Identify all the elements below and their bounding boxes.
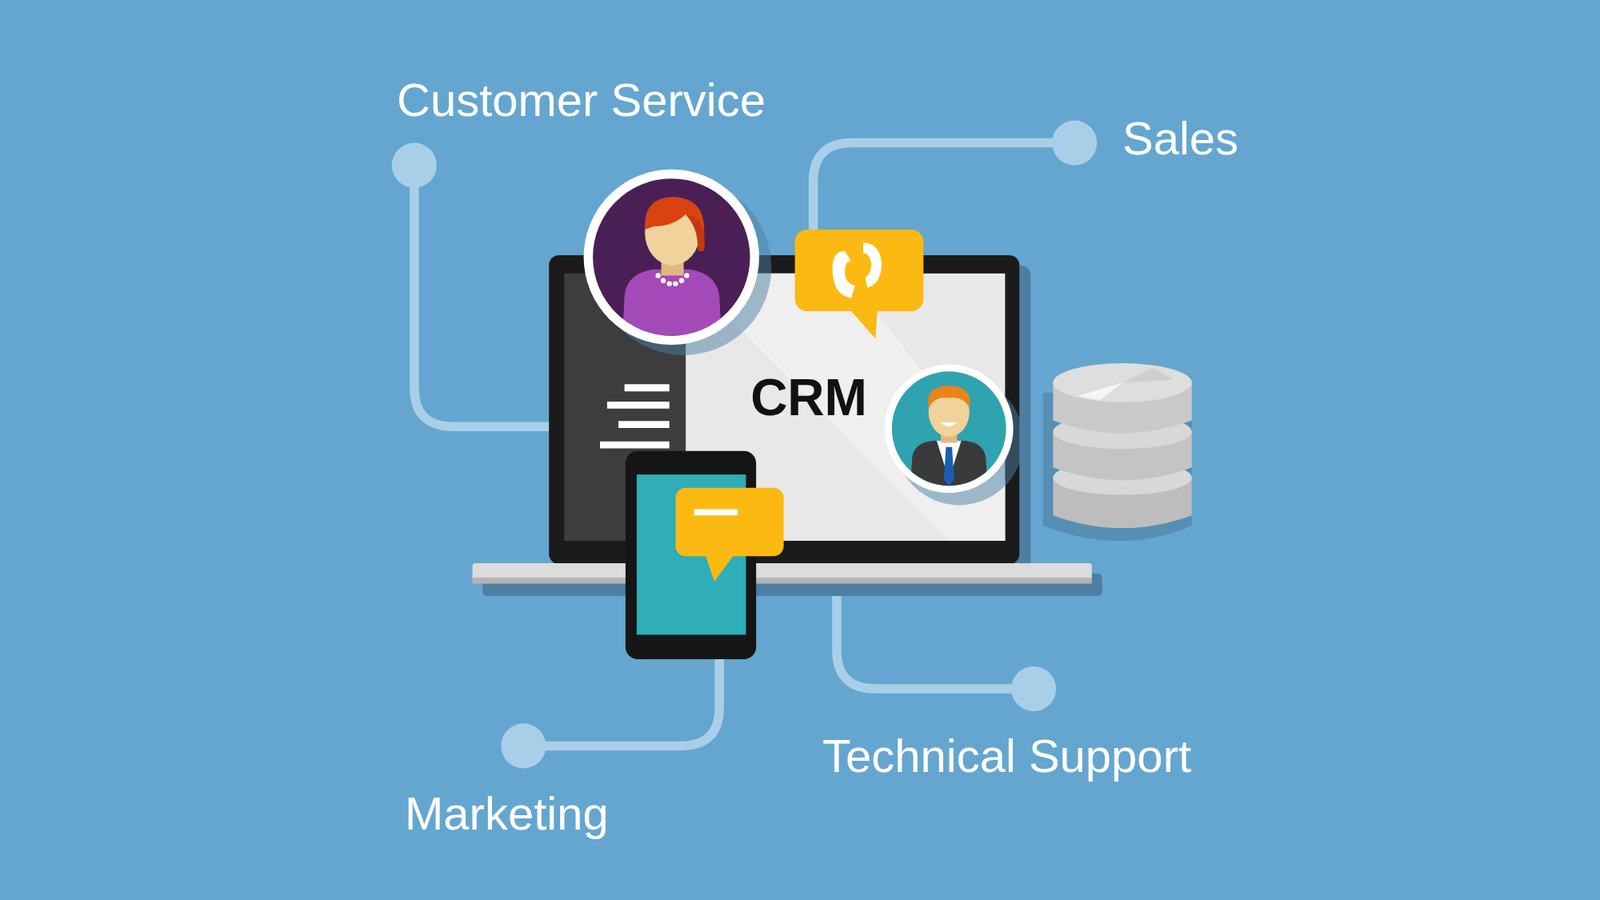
avatar-body	[622, 269, 722, 337]
avatar-ring	[884, 364, 1014, 493]
necklace-part	[656, 272, 661, 278]
woman-avatar-part	[622, 196, 722, 337]
necklace-part	[660, 278, 666, 284]
handset	[863, 243, 882, 288]
bubble	[795, 229, 924, 312]
bubble	[675, 488, 784, 556]
section-label: Sales	[1122, 112, 1239, 166]
database	[1043, 363, 1192, 541]
db-disc-1-part	[1122, 367, 1174, 383]
leader-dots	[392, 120, 1097, 769]
suit	[910, 440, 988, 490]
man-avatar-part	[910, 385, 988, 490]
menu-lines-part	[600, 441, 670, 449]
screen-node: CRM	[685, 273, 1005, 541]
bubble-tail	[704, 551, 737, 582]
node-title: CRM	[750, 369, 868, 426]
dot	[392, 143, 437, 188]
leader-technical-support	[836, 584, 1034, 689]
menu-lines-part	[618, 420, 670, 428]
menu-lines-part	[607, 401, 670, 409]
section-label: Technical Support	[822, 729, 1192, 784]
leader-lines	[414, 143, 1075, 747]
necklace-part	[672, 280, 678, 286]
handset	[832, 251, 855, 299]
bubble-tail	[847, 306, 878, 340]
dot	[1011, 666, 1056, 712]
laptop	[472, 255, 1103, 596]
avatar-bg	[892, 371, 1007, 486]
dot	[500, 723, 546, 768]
leader-customer-service	[414, 165, 556, 428]
base-edge	[472, 577, 1092, 584]
necklace-part	[684, 272, 689, 278]
menu-lines-part	[624, 384, 670, 392]
necklace	[656, 272, 690, 287]
db-disc-1-part	[1077, 382, 1123, 400]
tablet	[625, 451, 784, 660]
bubble-dash	[693, 508, 738, 516]
leader-sales	[813, 143, 1076, 237]
section-label: Customer Service	[396, 73, 766, 128]
necklace-part	[679, 278, 684, 284]
necklace-part	[667, 280, 672, 286]
phone-bubble	[795, 229, 924, 339]
woman-avatar	[584, 169, 772, 356]
dot	[1052, 120, 1097, 166]
menu-lines	[600, 388, 670, 445]
hair	[928, 385, 970, 408]
db-disc-1-part	[1052, 363, 1192, 402]
smile	[940, 422, 957, 427]
avatar-ring	[584, 169, 760, 345]
man-avatar	[884, 364, 1024, 505]
leader-marketing	[523, 652, 720, 746]
hair-side	[685, 214, 705, 252]
section-label: Marketing	[404, 787, 609, 841]
db-disc-1	[1052, 363, 1192, 433]
tie	[944, 447, 955, 486]
